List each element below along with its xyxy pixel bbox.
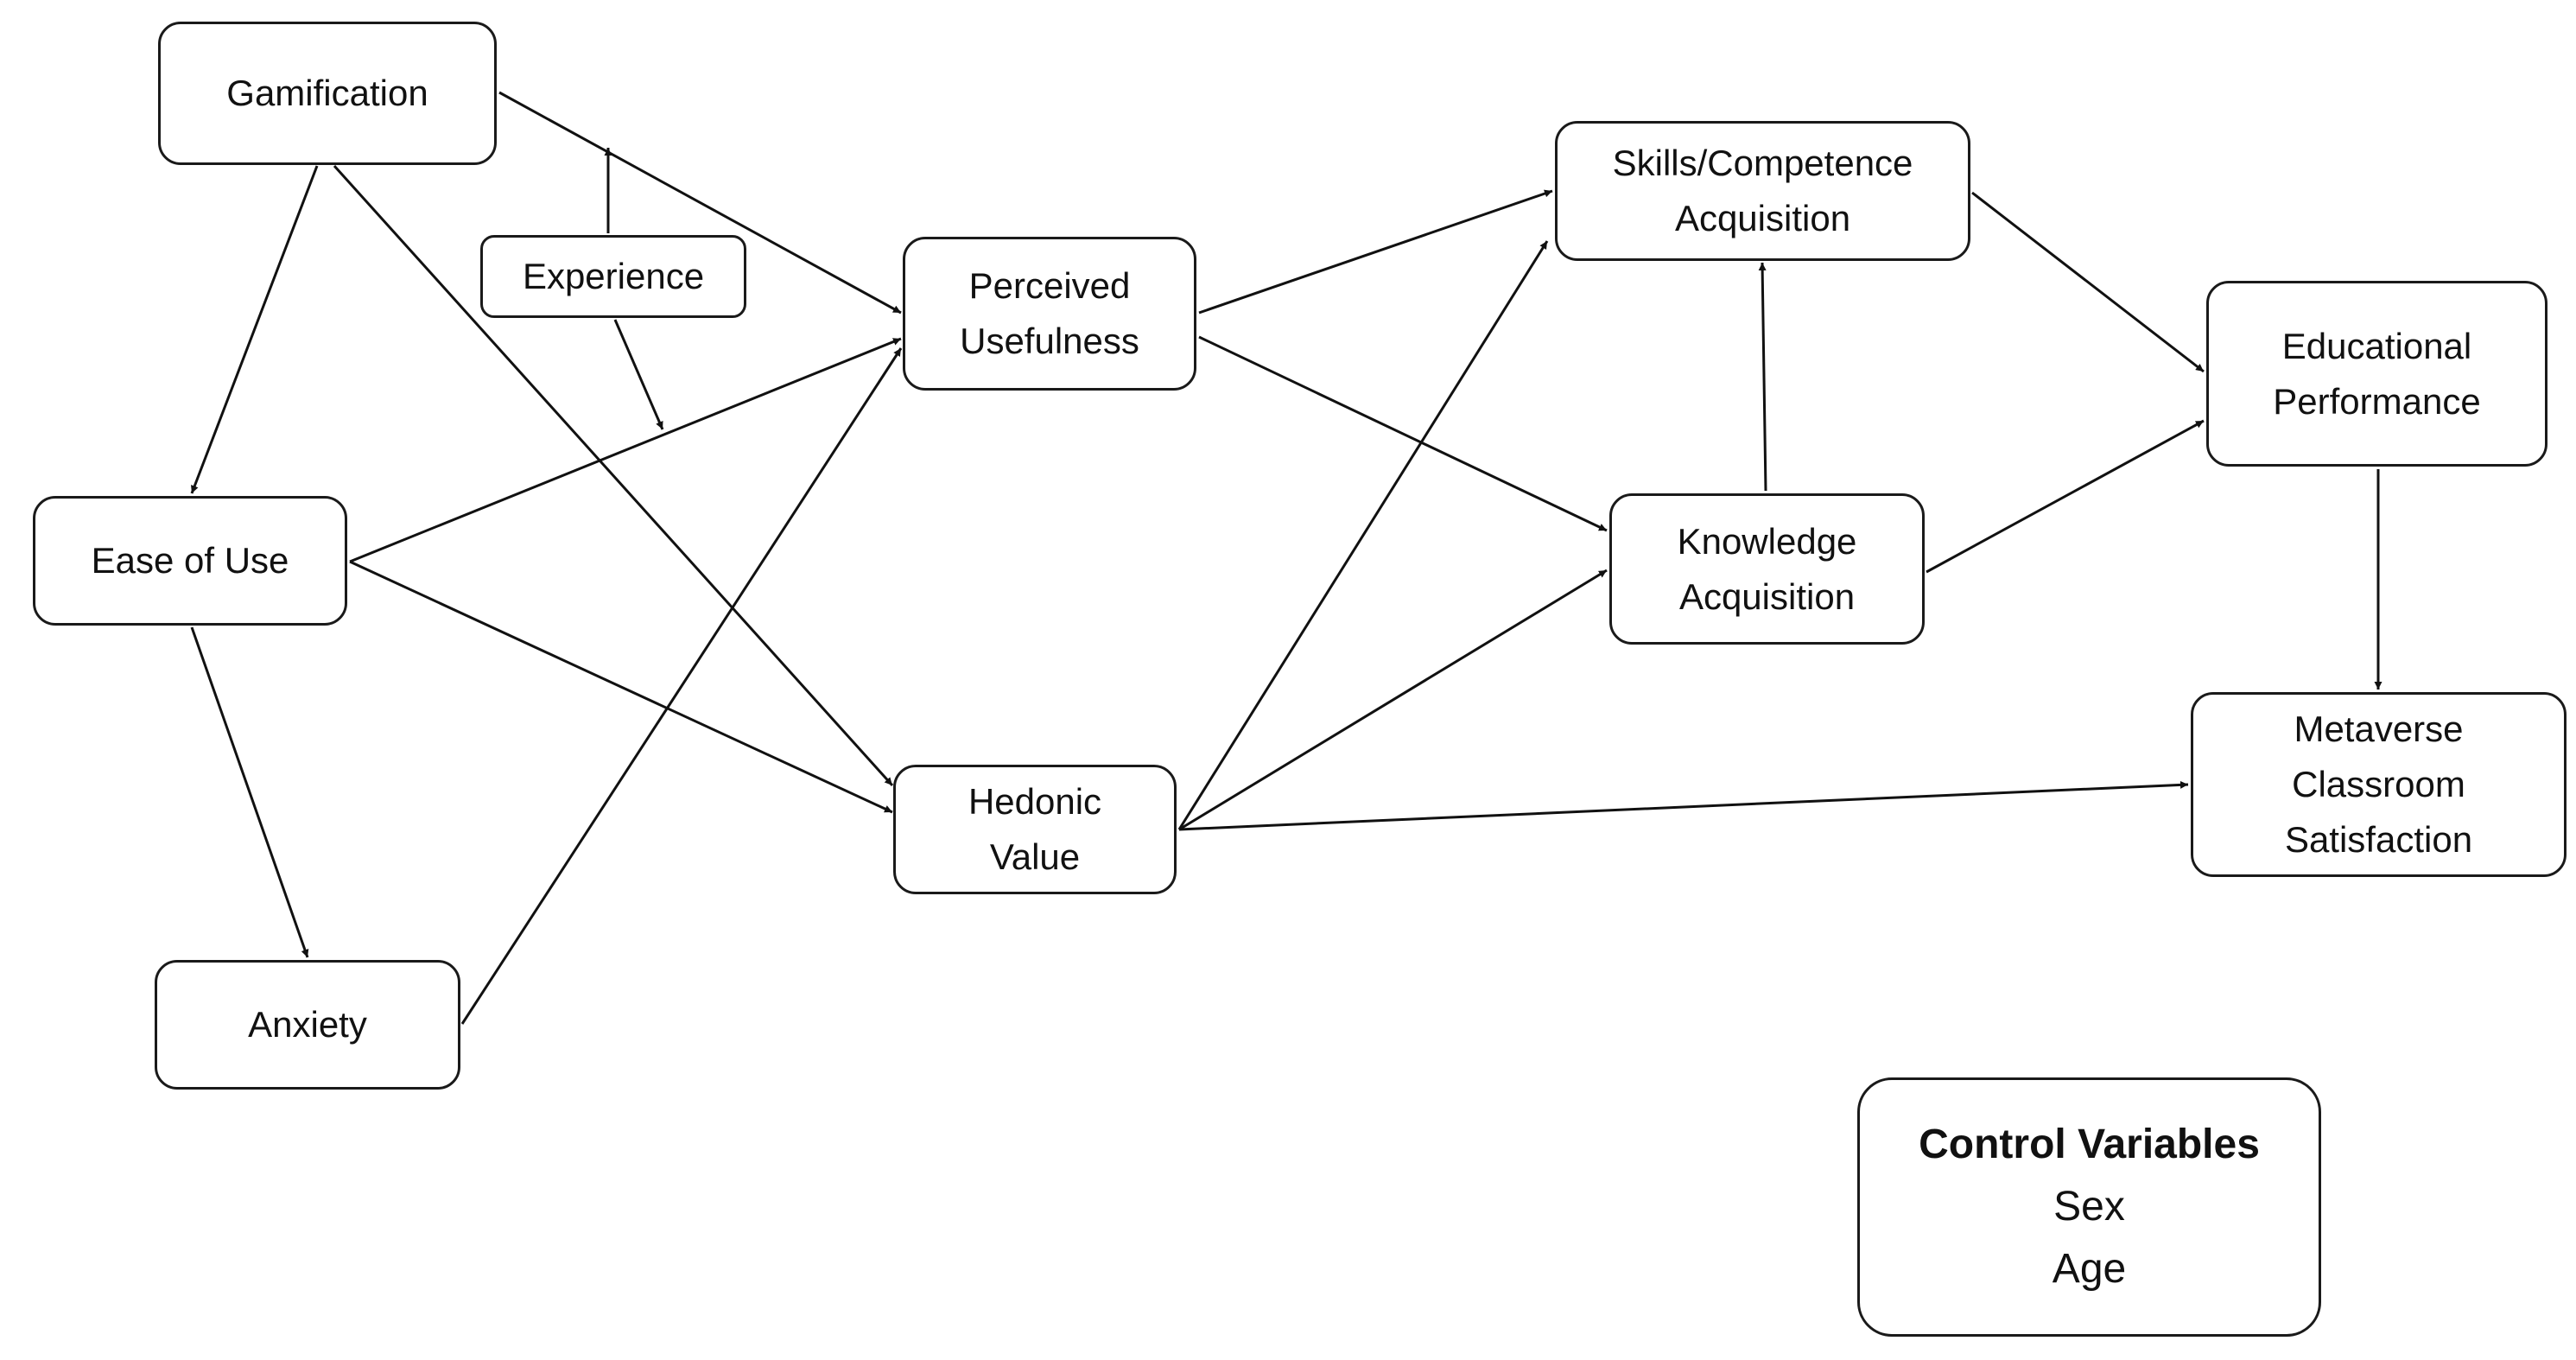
node-metaverse-classroom-satisfaction: Metaverse Classroom Satisfaction	[2191, 692, 2566, 877]
node-perceived-usefulness-line-2: Usefulness	[960, 321, 1139, 361]
node-educational-performance: Educational Performance	[2206, 281, 2547, 467]
node-hedonic-value-line-1: Hedonic	[968, 781, 1102, 822]
arrow-ease-of-use-to-hedonic-value	[349, 560, 893, 814]
arrow-hedonic-value-to-skills-competence	[1177, 240, 1549, 830]
node-metaverse-line-1: Metaverse	[2294, 709, 2464, 749]
arrow-skills-competence-to-educational-performance	[1971, 191, 2205, 373]
control-variables-box: Control Variables Sex Age	[1857, 1077, 2321, 1337]
node-hedonic-value: Hedonic Value	[893, 765, 1177, 894]
arrow-gamification-to-perceived-usefulness	[498, 91, 902, 315]
arrow-gamification-to-hedonic-value	[333, 164, 894, 787]
arrow-anxiety-to-perceived-usefulness	[460, 347, 903, 1025]
arrow-ease-of-use-to-perceived-usefulness	[349, 337, 902, 563]
node-gamification: Gamification	[158, 22, 497, 165]
arrow-experience-to-ease-of-use-to-perceived-usefulness	[613, 319, 664, 430]
node-knowledge-acquisition-line-1: Knowledge	[1677, 520, 1857, 562]
node-anxiety-line-1: Anxiety	[248, 1004, 367, 1045]
arrow-hedonic-value-to-metaverse-satisfaction	[1178, 780, 2189, 831]
arrow-ease-of-use-to-anxiety	[190, 626, 309, 958]
arrow-perceived-usefulness-to-knowledge-acquisition	[1198, 335, 1608, 532]
node-skills-competence-line-2: Acquisition	[1674, 198, 1851, 238]
node-anxiety: Anxiety	[155, 960, 460, 1090]
arrow-perceived-usefulness-to-skills-competence	[1198, 189, 1553, 315]
node-knowledge-acquisition-line-2: Acquisition	[1678, 575, 1856, 617]
node-hedonic-value-line-2: Value	[989, 836, 1081, 877]
control-variable-sex: Sex	[2053, 1184, 2125, 1230]
node-skills-competence-line-1: Skills/Competence	[1612, 143, 1913, 183]
node-skills-competence-acquisition: Skills/Competence Acquisition	[1555, 121, 1970, 261]
arrow-gamification-to-ease-of-use	[190, 165, 319, 494]
arrow-hedonic-value-to-knowledge-acquisition	[1178, 569, 1608, 831]
node-ease-of-use: Ease of Use	[33, 496, 347, 626]
node-educational-performance-line-2: Performance	[2273, 380, 2481, 422]
node-educational-performance-line-1: Educational	[2281, 325, 2472, 366]
node-experience: Experience	[480, 235, 746, 318]
node-gamification-line-1: Gamification	[226, 73, 428, 113]
control-variable-age: Age	[2052, 1246, 2127, 1292]
control-variables-title: Control Variables	[1919, 1122, 2260, 1167]
arrow-knowledge-acquisition-to-educational-performance	[1926, 419, 2205, 574]
node-metaverse-line-2: Classroom	[2292, 764, 2465, 804]
node-knowledge-acquisition: Knowledge Acquisition	[1609, 493, 1925, 645]
node-perceived-usefulness-line-1: Perceived	[968, 265, 1131, 306]
node-metaverse-line-3: Satisfaction	[2284, 819, 2473, 860]
node-ease-of-use-line-1: Ease of Use	[91, 540, 289, 581]
arrow-knowledge-acquisition-to-skills-competence	[1758, 262, 1767, 492]
node-experience-line-1: Experience	[522, 256, 705, 296]
node-perceived-usefulness: Perceived Usefulness	[903, 237, 1196, 391]
